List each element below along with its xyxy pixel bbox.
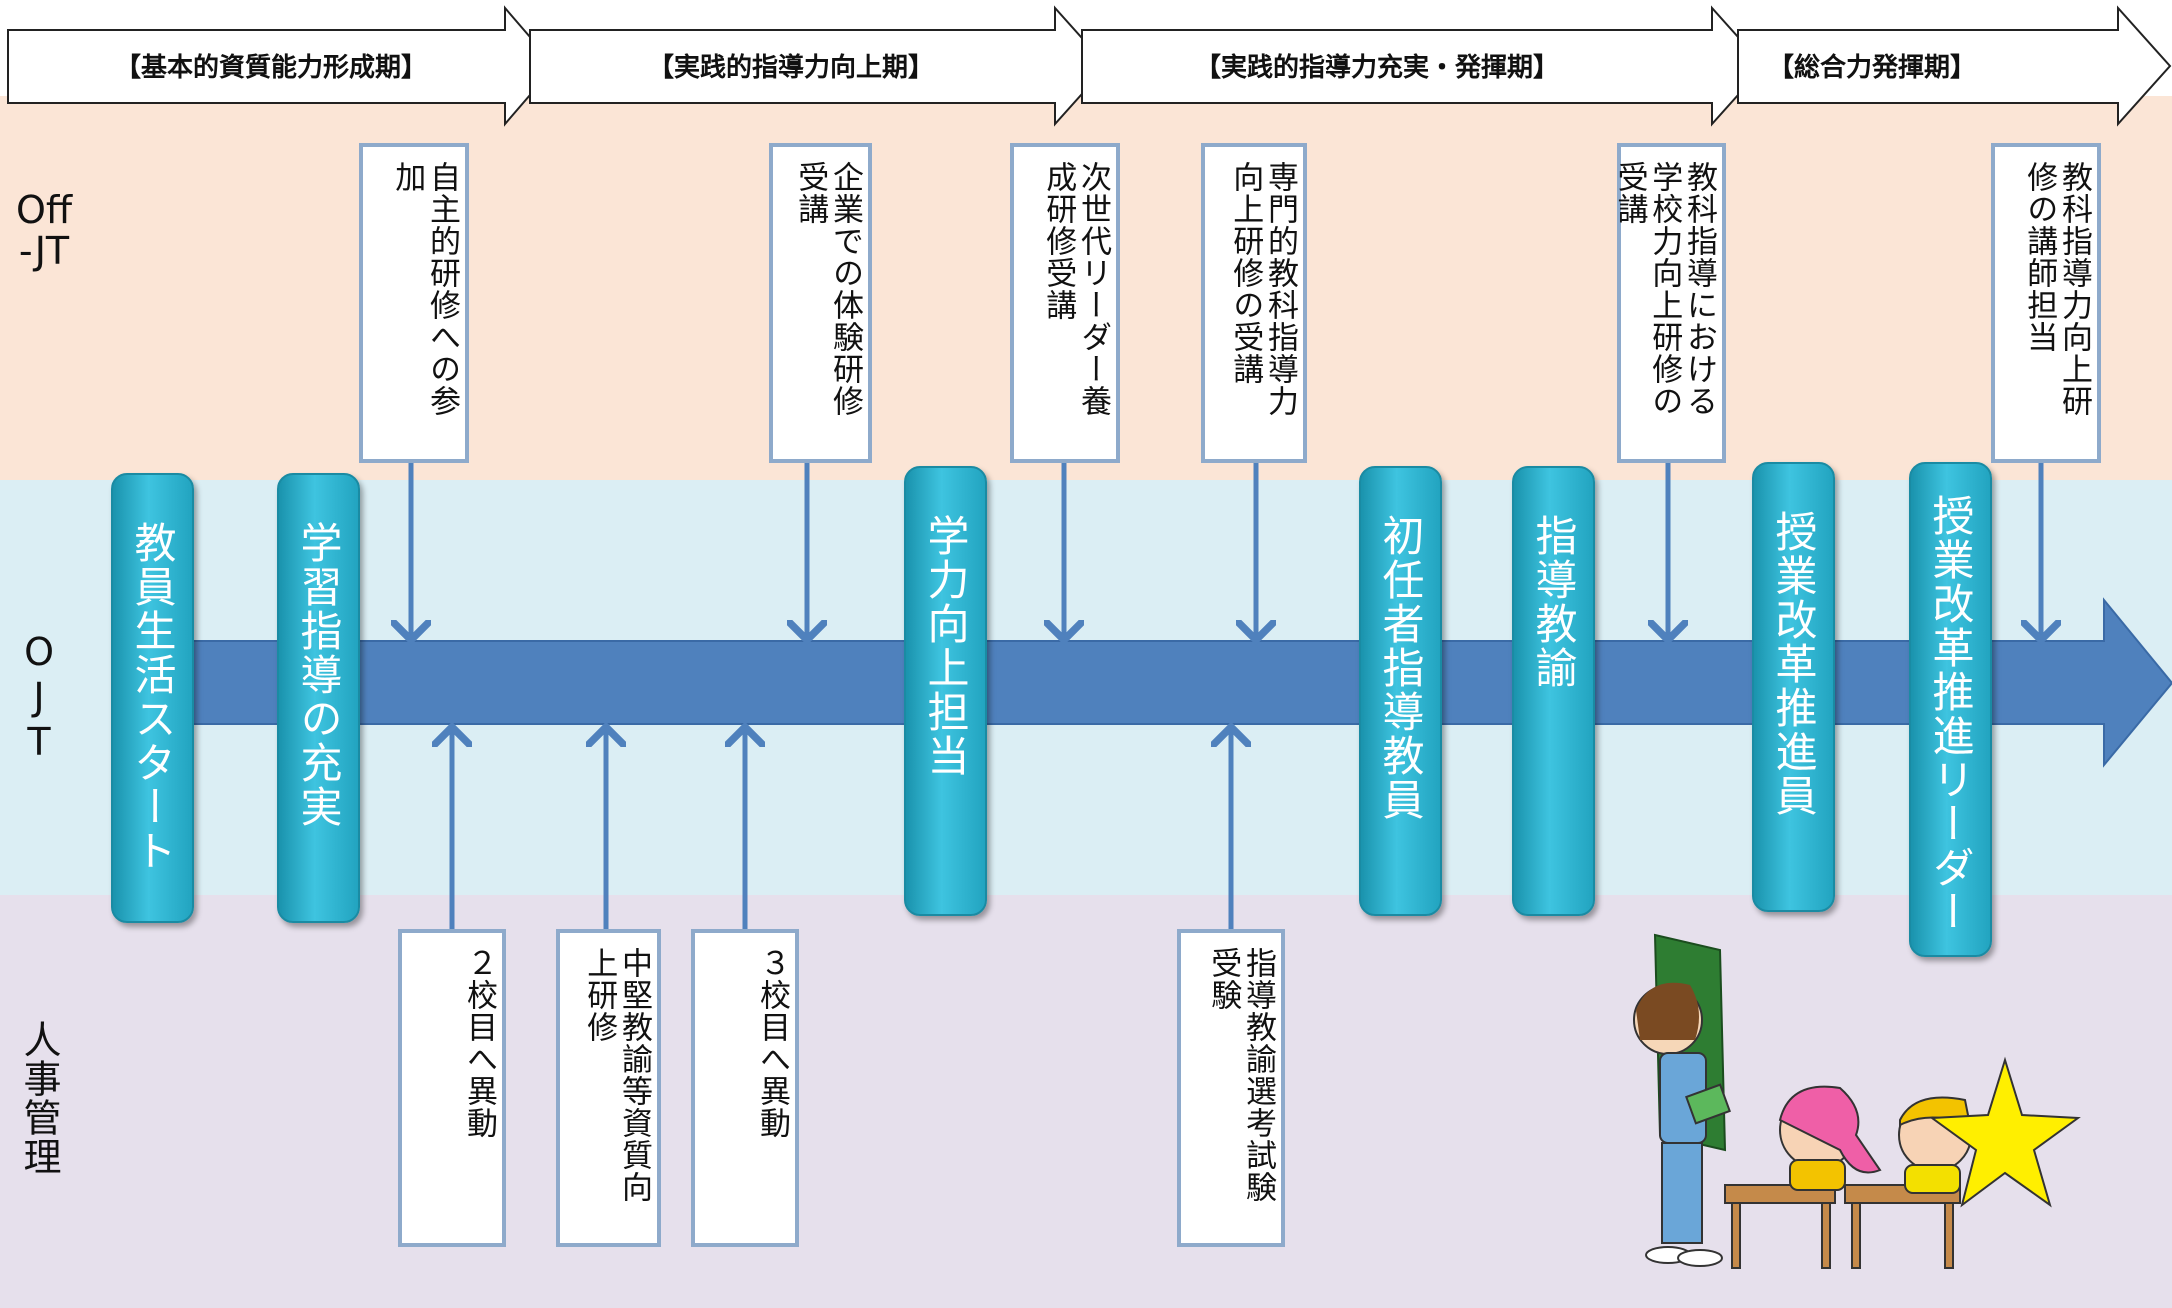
hr-note-second-school: ２校目へ異動 bbox=[398, 929, 506, 1247]
teacher-and-students-illustration bbox=[1633, 933, 2081, 1269]
ojt-role-lead-teacher-label: 指導教諭 bbox=[1529, 514, 1579, 690]
ojt-role-reform-leader: 授業改革推進リーダー bbox=[1909, 462, 1992, 957]
off-jt-note-lecturer: 教科指導力向上研修の講師担当 bbox=[1991, 143, 2101, 463]
hr-note-lead-teacher-exam: 指導教諭選考試験受験 bbox=[1177, 929, 1285, 1247]
phase-label-2: 【実践的指導力向上期】 bbox=[648, 53, 935, 83]
hr-note-mid-career-training: 中堅教諭等資質向上研修 bbox=[556, 929, 661, 1247]
phase-label-3: 【実践的指導力充実・発揮期】 bbox=[1195, 53, 1560, 83]
off-jt-note-self-study: 自主的研修への参加 bbox=[359, 143, 469, 463]
row-label-hr: 人事管理 bbox=[17, 1020, 62, 1176]
ojt-role-lead-teacher: 指導教諭 bbox=[1512, 466, 1595, 916]
hr-note-third-school: ３校目へ異動 bbox=[691, 929, 799, 1247]
ojt-role-reform-leader-label: 授業改革推進リーダー bbox=[1926, 494, 1976, 934]
ojt-role-learning-guidance-label: 学習指導の充実 bbox=[294, 521, 344, 829]
ojt-role-reform-promoter: 授業改革推進員 bbox=[1752, 462, 1835, 912]
off-jt-connectors bbox=[411, 462, 2041, 640]
row-label-off-jt: Off -JT bbox=[15, 188, 73, 274]
ojt-role-start-label: 教員生活スタート bbox=[128, 521, 178, 873]
ojt-role-academic-improvement-label: 学力向上担当 bbox=[921, 514, 971, 778]
phase-label-4: 【総合力発揮期】 bbox=[1768, 53, 1977, 83]
phase-label-1: 【基本的資質能力形成期】 bbox=[115, 53, 428, 83]
ojt-role-start: 教員生活スタート bbox=[111, 473, 194, 923]
phase-arrow-4 bbox=[1737, 5, 2172, 127]
ojt-role-reform-promoter-label: 授業改革推進員 bbox=[1769, 510, 1819, 818]
off-jt-note-school-improvement: 教科指導における学校力向上研修の受講 bbox=[1612, 143, 1726, 463]
ojt-role-academic-improvement: 学力向上担当 bbox=[904, 466, 987, 916]
main-timeline-arrow bbox=[139, 597, 2172, 768]
off-jt-note-company-training: 企業での体験研修受講 bbox=[769, 143, 872, 463]
off-jt-note-specialized-training: 専門的教科指導力向上研修の受講 bbox=[1201, 143, 1307, 463]
ojt-role-new-teacher-mentor-label: 初任者指導教員 bbox=[1376, 514, 1426, 822]
ojt-role-new-teacher-mentor: 初任者指導教員 bbox=[1359, 466, 1442, 916]
ojt-role-learning-guidance: 学習指導の充実 bbox=[277, 473, 360, 923]
hr-connectors bbox=[452, 727, 1231, 930]
row-label-ojt: OJT bbox=[17, 630, 62, 765]
off-jt-note-next-leader: 次世代リーダー養成研修受講 bbox=[1010, 143, 1120, 463]
